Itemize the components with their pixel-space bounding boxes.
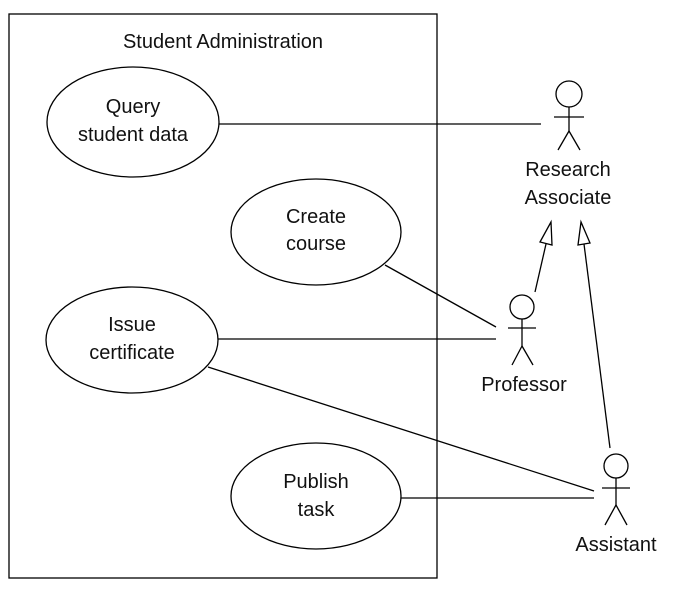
use-case-query-line2: student data [78,124,189,146]
actor-professor-icon [508,294,536,366]
use-case-issue-line2: certificate [89,342,175,364]
actor-professor: Professor [481,294,567,396]
system-title: Student Administration [123,31,323,53]
use-case-create-line1: Create [286,206,346,228]
generalization-assistant-arrowhead [577,219,591,246]
use-case-publish-line1: Publish [283,471,349,493]
use-case-issue-line1: Issue [108,314,156,336]
actor-research-line2: Associate [525,187,612,209]
actor-assistant-icon [602,453,630,526]
system-boundary [8,13,438,579]
generalization-professor-arrowhead [539,219,553,246]
actor-assistant: Assistant [575,453,657,556]
actor-research-associate: Research Associate [525,80,612,209]
actor-assistant-label: Assistant [575,534,657,556]
actor-professor-label: Professor [481,374,567,396]
actor-research-line1: Research [525,159,611,181]
association-issue-assistant [207,366,595,492]
use-case-publish-task: Publish task [230,442,402,550]
actor-research-associate-icon [554,80,584,151]
use-case-query-line1: Query [106,96,160,118]
generalization-assistant-line [583,243,611,449]
use-case-create-course: Create course [230,178,402,286]
use-case-publish-line2: task [298,499,336,521]
use-case-create-line2: course [286,233,346,255]
generalization-professor-line [534,243,547,293]
use-case-query-student-data: Query student data [46,66,220,178]
use-case-issue-certificate: Issue certificate [45,286,219,394]
association-create-professor [384,264,497,328]
